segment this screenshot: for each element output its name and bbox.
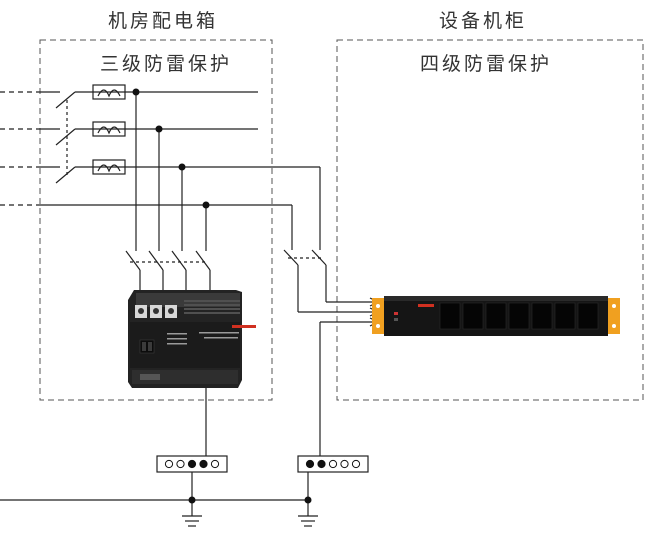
zone-level4-box bbox=[336, 39, 644, 401]
terminal-connected-dot bbox=[199, 459, 208, 469]
zone-level4-label: 四级防雷保护 bbox=[420, 53, 553, 75]
spd-module bbox=[128, 290, 256, 388]
pdu-power-strip bbox=[372, 296, 620, 336]
zone-level3-box bbox=[39, 39, 273, 401]
fuse-l1 bbox=[92, 84, 126, 100]
terminal-blocks bbox=[156, 455, 369, 473]
terminal-connected-dot bbox=[317, 459, 326, 469]
terminal-connected-dot bbox=[187, 459, 197, 469]
junction-dots bbox=[132, 88, 312, 504]
terminal-open-dot bbox=[164, 459, 174, 469]
terminal-open-dot bbox=[340, 459, 349, 469]
zone-level3-label: 三级防雷保护 bbox=[100, 53, 233, 75]
ground-symbol-1 bbox=[182, 515, 202, 527]
terminal-open-dot bbox=[210, 459, 220, 469]
terminal-connected-dot bbox=[305, 459, 315, 469]
title-equipment-cabinet: 设备机柜 bbox=[439, 10, 528, 32]
terminal-open-dot bbox=[176, 459, 185, 469]
terminal-open-dot bbox=[328, 459, 338, 469]
title-machine-room-panel: 机房配电箱 bbox=[108, 10, 219, 32]
wiring bbox=[0, 91, 379, 516]
terminal-open-dot bbox=[351, 459, 361, 469]
fuse-l2 bbox=[92, 121, 126, 137]
ground-symbol-2 bbox=[298, 515, 318, 527]
fuse-l3 bbox=[92, 159, 126, 175]
